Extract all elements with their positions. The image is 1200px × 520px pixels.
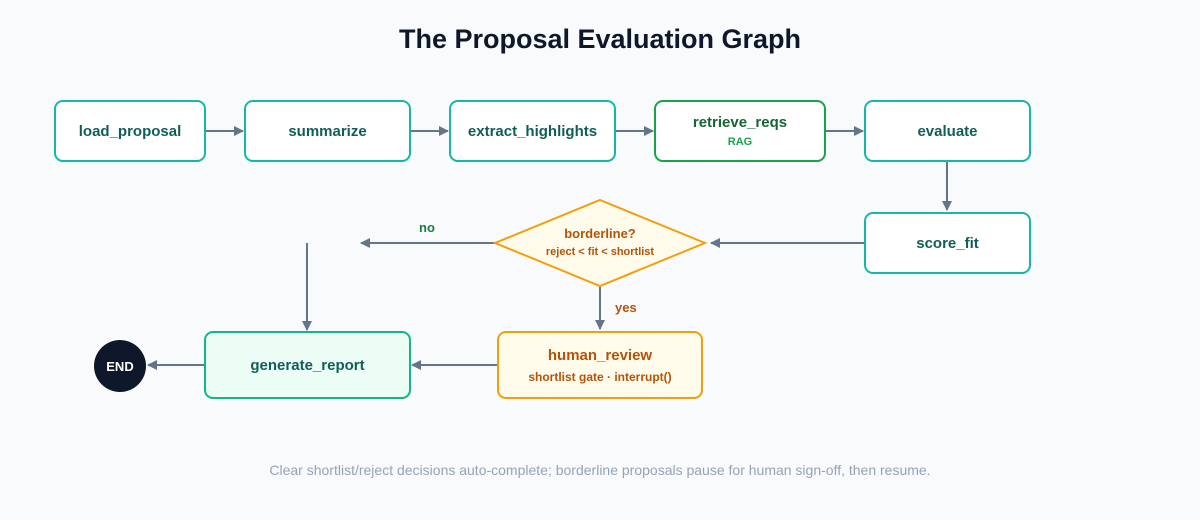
borderline-diamond xyxy=(492,198,708,288)
node-label: extract_highlights xyxy=(467,122,598,140)
decision-rule: reject < fit < shortlist xyxy=(545,246,655,258)
borderline-decision: borderline? reject < fit < shortlist xyxy=(495,226,705,258)
node-summarize: summarize xyxy=(244,100,411,162)
node-label: retrieve_reqs xyxy=(692,114,788,131)
node-load-proposal: load_proposal xyxy=(54,100,206,162)
node-label: generate_report xyxy=(250,356,365,374)
node-label: summarize xyxy=(288,122,367,140)
node-generate-report: generate_report xyxy=(204,331,411,399)
end-node: END xyxy=(94,340,146,392)
edge-label-yes: yes xyxy=(615,300,637,315)
node-extract-highlights: extract_highlights xyxy=(449,100,616,162)
node-label: human_review xyxy=(547,346,653,364)
node-label: evaluate xyxy=(917,122,978,140)
node-sublabel: RAG xyxy=(727,136,753,148)
edge-label-no: no xyxy=(419,220,435,235)
diagram-caption: Clear shortlist/reject decisions auto-co… xyxy=(269,462,931,478)
decision-question: borderline? xyxy=(564,226,636,241)
node-evaluate: evaluate xyxy=(864,100,1031,162)
node-score-fit: score_fit xyxy=(864,212,1031,274)
node-label: load_proposal xyxy=(78,122,182,140)
end-label: END xyxy=(106,358,134,374)
node-sublabel: shortlist gate · interrupt() xyxy=(528,369,672,384)
node-human-review: human_review shortlist gate · interrupt(… xyxy=(497,331,703,399)
node-label: score_fit xyxy=(916,234,979,252)
node-retrieve-reqs: retrieve_reqs RAG xyxy=(654,100,826,162)
diagram-title: The Proposal Evaluation Graph xyxy=(398,24,802,54)
